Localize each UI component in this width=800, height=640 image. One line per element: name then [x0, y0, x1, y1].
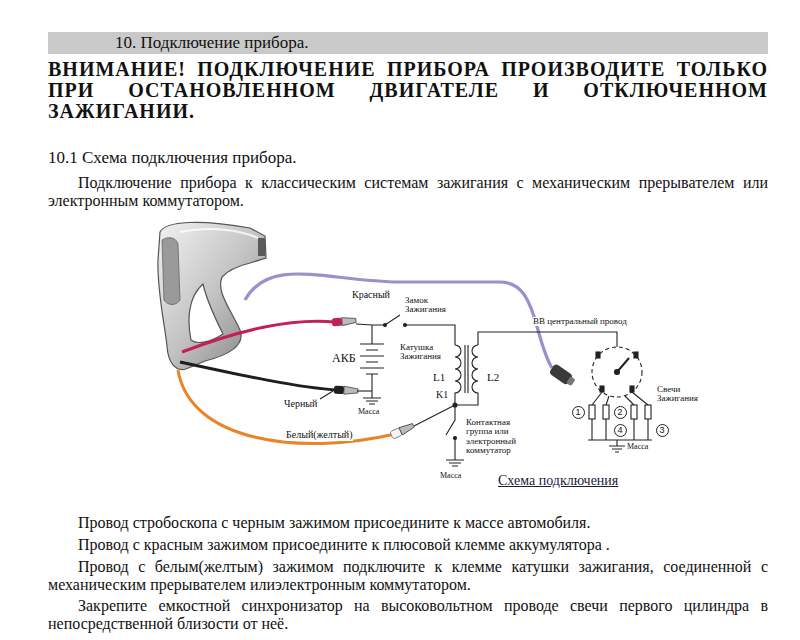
white-clip — [390, 422, 415, 439]
terminal-label: K1 — [436, 390, 448, 401]
capacitive-clamp — [549, 363, 577, 388]
callout-number: 3 — [656, 424, 669, 437]
coil-label: L1 — [433, 372, 445, 384]
subsection-heading: 10.1 Схема подключения прибора. — [48, 148, 296, 168]
section-heading: 10. Подключение прибора. — [115, 32, 308, 54]
wire-label: ВВ центральный провод — [533, 317, 627, 326]
part-label: Замок Зажигания — [405, 296, 455, 315]
ground-label: Масса — [358, 408, 379, 416]
wire-label: Белый(желтый) — [286, 430, 353, 441]
sync-cable — [245, 274, 552, 368]
strobe-gun — [158, 222, 266, 369]
instruction-paragraph: Провод стробоскопа с черным зажимом прис… — [48, 514, 768, 532]
wire-label: Красный — [352, 290, 390, 301]
ground-label: Масса — [440, 472, 461, 480]
part-label: Свечи Зажигания — [657, 385, 707, 404]
intro-paragraph: Подключение прибора к классическим систе… — [48, 174, 768, 210]
black-clip — [334, 386, 358, 395]
coil-label: L2 — [487, 372, 499, 384]
black-cable — [180, 362, 338, 390]
part-label: Контактная группа или электронный коммут… — [466, 418, 534, 456]
red-cable — [182, 321, 335, 352]
white-cable — [178, 370, 395, 444]
callout-number: 4 — [614, 424, 627, 437]
part-label: Катушка Зажигания — [400, 343, 450, 362]
part-label: АКБ — [332, 352, 356, 365]
wire-label: Черный — [284, 399, 317, 410]
callout-number: 2 — [614, 406, 627, 419]
instruction-paragraph: Провод с красным зажимом присоедините к … — [48, 536, 768, 554]
red-clip — [332, 316, 357, 326]
callout-number: 1 — [572, 406, 585, 419]
warning-text: ВНИМАНИЕ! ПОДКЛЮЧЕНИЕ ПРИБОРА ПРОИЗВОДИТ… — [48, 59, 768, 122]
ignition-schematic — [320, 315, 652, 466]
figure-caption: Схема подключения — [498, 474, 618, 489]
instruction-paragraph: Закрепите емкостной синхронизатор на выс… — [48, 597, 768, 633]
ground-label: Масса — [627, 443, 648, 451]
instruction-paragraph: Провод с белым(желтым) зажимом подключит… — [48, 558, 768, 594]
